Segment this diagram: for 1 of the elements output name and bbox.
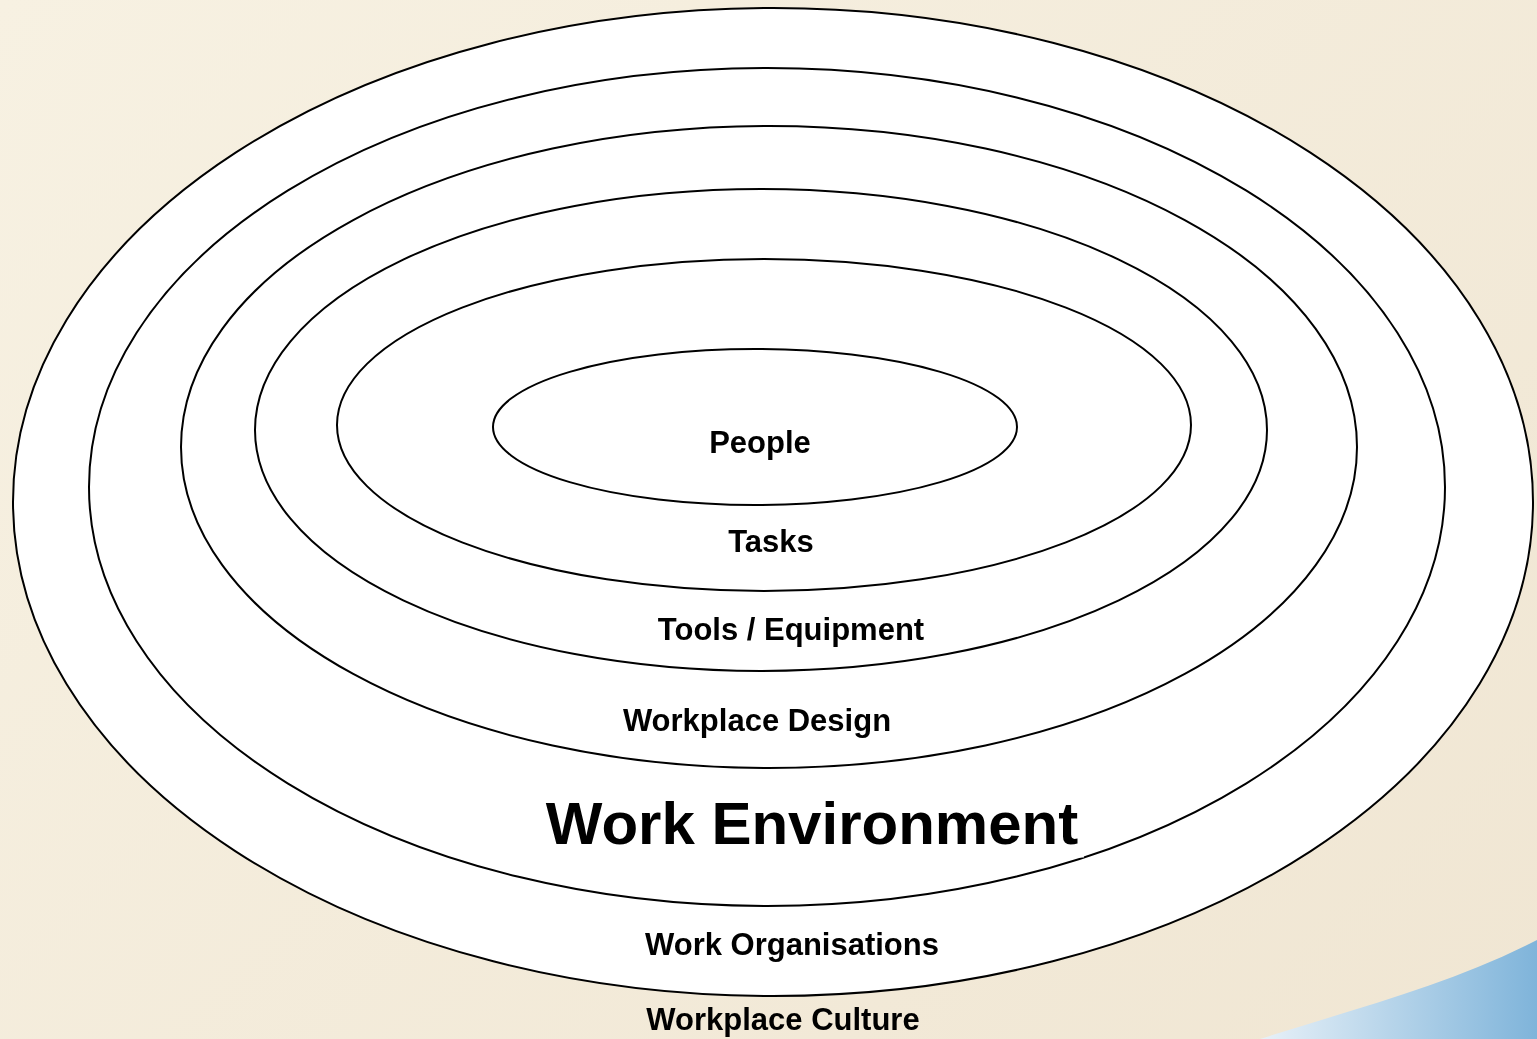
layer-label: Workplace Culture <box>645 1002 921 1038</box>
